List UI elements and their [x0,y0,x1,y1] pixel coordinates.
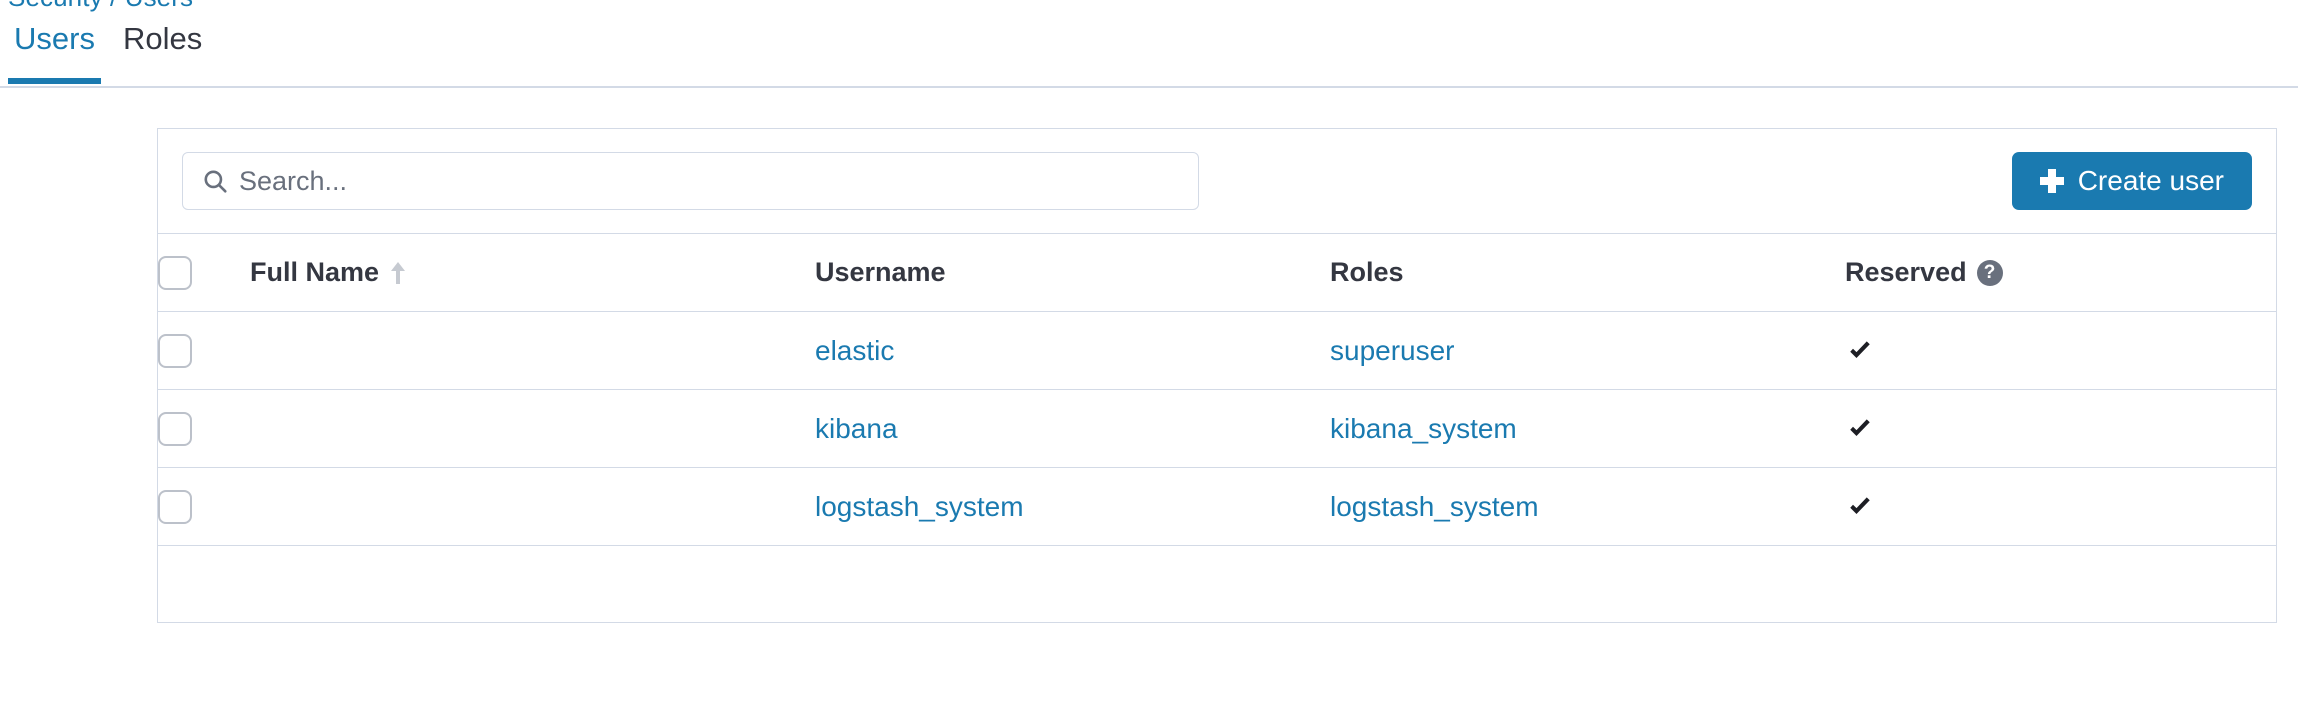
row-checkbox[interactable] [158,411,192,446]
row-checkbox[interactable] [158,333,192,368]
username-link[interactable]: kibana [815,412,898,444]
cell-reserved [1845,389,2276,468]
users-table: Full Name Username Roles [158,233,2276,625]
header-reserved-label: Reserved [1845,257,1967,287]
row-select-cell [158,311,250,390]
cell-fullname [250,311,815,390]
select-all-checkbox[interactable] [158,255,192,290]
role-link[interactable]: kibana_system [1330,412,1517,444]
row-select-cell [158,389,250,468]
header-fullname-text: Full Name [250,257,407,288]
table-head: Full Name Username Roles [158,233,2276,312]
table-footer-row [158,545,2276,625]
table-row: kibana kibana_system [158,389,2276,468]
search-input[interactable] [182,152,1199,210]
check-icon [1845,414,1875,444]
table-row: elastic superuser [158,311,2276,390]
sort-ascending-icon [389,260,407,286]
help-icon[interactable]: ? [1976,259,2003,286]
header-fullname-label: Full Name [250,257,380,287]
cell-fullname [250,467,815,546]
table-body: elastic superuser [158,311,2276,546]
plus-icon [2039,169,2064,193]
tab-roles[interactable]: Roles [109,22,216,82]
tab-roles-label: Roles [122,21,203,56]
header-roles-label: Roles [1330,257,1404,287]
row-select-cell [158,467,250,546]
cell-username: logstash_system [815,467,1330,546]
role-link[interactable]: superuser [1330,334,1455,366]
table-header-row: Full Name Username Roles [158,233,2276,312]
table-row: logstash_system logstash_system [158,467,2276,546]
role-link[interactable]: logstash_system [1330,490,1539,522]
cell-fullname [250,389,815,468]
table-toolbar: Create user [158,129,2276,233]
row-checkbox[interactable] [158,489,192,524]
table-foot [158,545,2276,625]
header-select-all-cell [158,233,250,312]
username-link[interactable]: elastic [815,334,895,366]
cell-roles: logstash_system [1330,467,1845,546]
header-fullname[interactable]: Full Name [250,233,815,312]
create-user-label: Create user [2077,165,2224,196]
header-username[interactable]: Username [815,233,1330,312]
cell-reserved [1845,467,2276,546]
tab-bar: Users Roles [0,22,2298,88]
tab-users-label: Users [14,21,95,56]
header-username-label: Username [815,257,946,287]
users-panel: Create user Full Name [157,128,2277,625]
tab-users[interactable]: Users [0,21,109,84]
breadcrumb[interactable]: Security / Users [8,0,193,13]
cell-roles: superuser [1330,311,1845,390]
header-roles[interactable]: Roles [1330,233,1845,312]
table-footer-cell [158,545,2276,625]
header-reserved[interactable]: Reserved ? [1845,233,2276,312]
check-icon [1845,492,1875,522]
username-link[interactable]: logstash_system [815,490,1024,522]
check-icon [1845,336,1875,366]
search-field-wrapper [182,152,1199,210]
create-user-button[interactable]: Create user [2011,152,2252,210]
cell-username: kibana [815,389,1330,468]
cell-username: elastic [815,311,1330,390]
header-reserved-text: Reserved ? [1845,257,2003,288]
cell-roles: kibana_system [1330,389,1845,468]
cell-reserved [1845,311,2276,390]
